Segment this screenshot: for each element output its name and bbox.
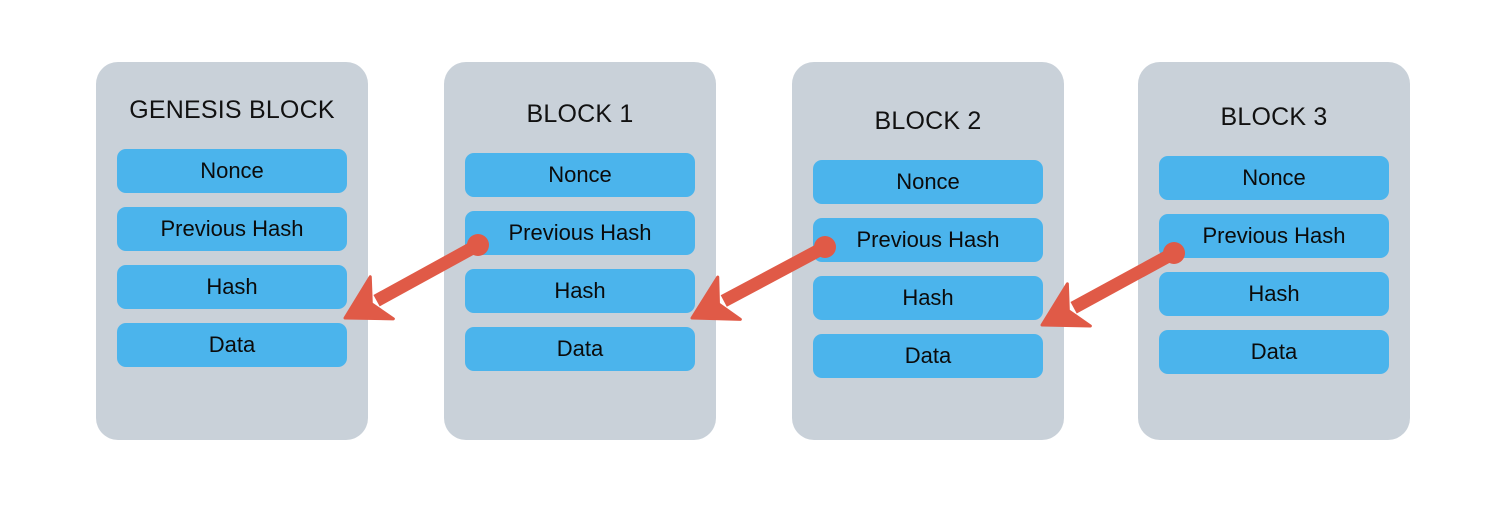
block-field-hash[interactable]: Hash: [1159, 272, 1389, 316]
block-field-nonce[interactable]: Nonce: [117, 149, 347, 193]
block-field-previous-hash[interactable]: Previous Hash: [1159, 214, 1389, 258]
block-field-hash[interactable]: Hash: [465, 269, 695, 313]
block-field-nonce[interactable]: Nonce: [1159, 156, 1389, 200]
block-field-previous-hash[interactable]: Previous Hash: [117, 207, 347, 251]
block-field-data[interactable]: Data: [465, 327, 695, 371]
block-field-data[interactable]: Data: [117, 323, 347, 367]
block-title: GENESIS BLOCK: [129, 96, 335, 124]
block-title: BLOCK 1: [526, 100, 634, 128]
block-title: BLOCK 3: [1220, 103, 1328, 131]
block-field-hash[interactable]: Hash: [117, 265, 347, 309]
block-field-hash[interactable]: Hash: [813, 276, 1043, 320]
block-field-nonce[interactable]: Nonce: [465, 153, 695, 197]
block-title: BLOCK 2: [874, 107, 982, 135]
block-field-previous-hash[interactable]: Previous Hash: [465, 211, 695, 255]
block-field-previous-hash[interactable]: Previous Hash: [813, 218, 1043, 262]
block-field-data[interactable]: Data: [1159, 330, 1389, 374]
block-field-data[interactable]: Data: [813, 334, 1043, 378]
block-field-nonce[interactable]: Nonce: [813, 160, 1043, 204]
